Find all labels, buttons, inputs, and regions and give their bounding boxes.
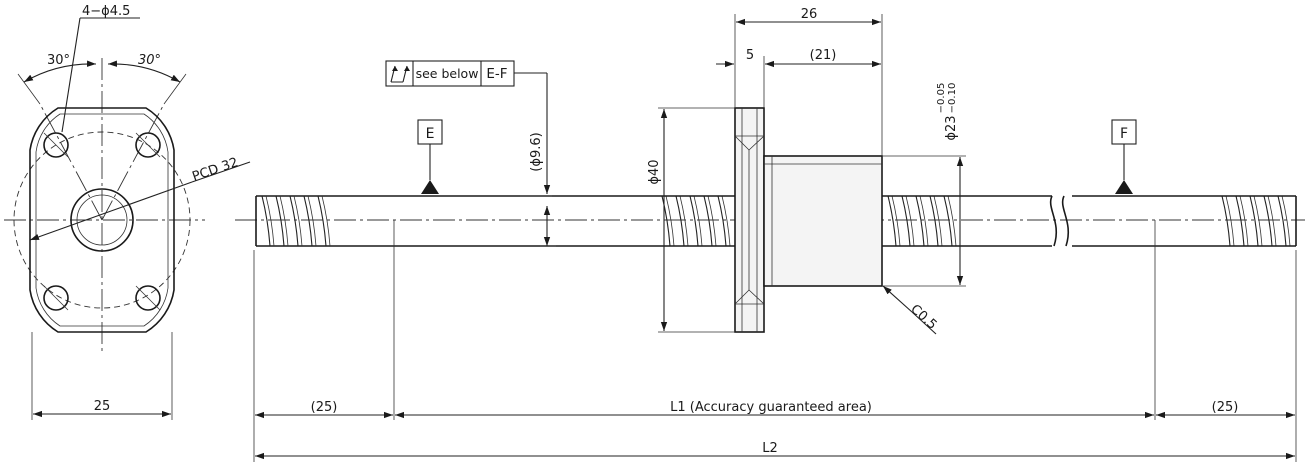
total-runout-icon <box>390 65 410 83</box>
mounting-hole <box>135 132 161 158</box>
tolerance-datum: E-F <box>486 66 507 82</box>
mounting-hole <box>43 132 69 158</box>
hole-spec-label: 4−ϕ4.5 <box>82 4 130 19</box>
end-right-label: (25) <box>1212 400 1239 415</box>
flange-diameter-label: ϕ40 <box>647 159 662 184</box>
datum-e: E <box>417 119 443 194</box>
thread-nut-left <box>660 195 736 247</box>
chamfer-label: C0.5 <box>907 302 939 333</box>
body-tol-upper: −0.05 <box>936 83 947 114</box>
overall-length-label: 26 <box>801 7 818 22</box>
angle-right-label: 30° <box>138 53 161 68</box>
shaft-side-view: E F see below E-F ( <box>235 7 1305 462</box>
datum-e-label: E <box>426 126 435 142</box>
end-left-label: (25) <box>311 400 338 415</box>
mounting-hole <box>135 285 161 311</box>
total-length-label: L2 <box>762 441 778 456</box>
width-label: 25 <box>94 399 111 414</box>
body-diameter-label: ϕ23 <box>944 115 959 140</box>
mounting-hole <box>43 285 69 311</box>
tolerance-note: see below <box>416 66 479 81</box>
runout-tolerance-frame: see below E-F <box>385 60 551 194</box>
datum-f: F <box>1111 119 1137 194</box>
shaft-diameter-label: (ϕ9.6) <box>529 132 544 171</box>
flange-width-label: 5 <box>746 48 754 63</box>
nut-body <box>763 155 883 287</box>
body-length-label: (21) <box>810 48 837 63</box>
angle-left-label: 30° <box>47 53 70 68</box>
body-tol-lower: −0.10 <box>947 83 958 114</box>
thread-nut-right <box>882 195 962 247</box>
nut-flange <box>734 107 765 333</box>
thread-left <box>255 195 332 247</box>
nut-end-view: 4−ϕ4.5 30° 30° PCD 32 25 <box>4 4 251 420</box>
thread-right <box>1218 195 1297 247</box>
pcd-label: PCD 32 <box>190 155 240 185</box>
accuracy-area-label: L1 (Accuracy guaranteed area) <box>670 400 872 415</box>
datum-f-label: F <box>1120 126 1128 142</box>
